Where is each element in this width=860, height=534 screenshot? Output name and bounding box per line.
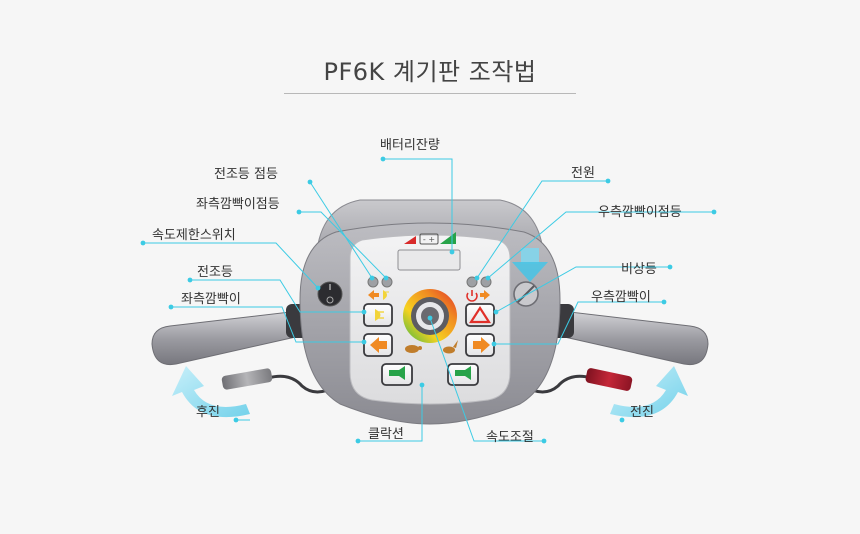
power-key-switch[interactable] (513, 281, 539, 307)
power-key-arrow-icon (512, 248, 548, 282)
label-forward: 전진 (630, 405, 654, 420)
label-hazard: 비상등 (621, 262, 657, 277)
arrow-right-icon (473, 337, 490, 353)
callout-lines (143, 158, 714, 442)
left-arrow-small-icon (368, 290, 379, 300)
right-signal-button[interactable] (465, 333, 495, 357)
label-headlight-check: 전조등 점등 (214, 167, 278, 182)
left-signal-button[interactable] (363, 333, 393, 357)
power-icon (466, 290, 478, 302)
battery-display-window (397, 249, 461, 271)
label-left-signal: 좌측깜빡이 (181, 292, 241, 307)
reverse-throttle-lever[interactable] (221, 368, 273, 390)
left-handlebar (151, 311, 301, 366)
label-right-signal: 우측깜빡이 (591, 290, 651, 305)
page-title: PF6K 계기판 조작법 (323, 58, 537, 86)
left-horn-button[interactable] (381, 363, 413, 386)
rabbit-fast-icon (443, 340, 458, 354)
label-reverse: 후진 (196, 405, 220, 420)
callout-dots (140, 156, 717, 444)
label-speed-limit-switch: 속도제한스위치 (152, 228, 236, 243)
right-handlebar (559, 311, 709, 366)
reverse-direction-arrow (172, 366, 250, 418)
svg-text:- +: - + (423, 235, 435, 244)
label-horn: 클락션 (368, 427, 404, 442)
speed-limit-switch[interactable] (317, 281, 343, 307)
headlight-button[interactable] (363, 303, 393, 327)
right-horn-button[interactable] (447, 363, 479, 386)
power-indicator-lamp (466, 276, 478, 288)
label-battery: 배터리잔량 (380, 138, 440, 153)
label-left-signal-check: 좌측깜빡이점등 (196, 197, 280, 212)
label-right-signal-check: 우측깜빡이점등 (598, 205, 682, 220)
horn-icon (389, 366, 405, 380)
hazard-triangle-icon (468, 305, 492, 324)
label-power: 전원 (571, 166, 595, 181)
horn-icon (455, 366, 471, 380)
label-headlight: 전조등 (197, 265, 233, 280)
title-divider (284, 93, 576, 94)
right-arrow-small-icon (480, 290, 490, 300)
forward-direction-arrow (610, 366, 688, 418)
headlight-small-icon (383, 290, 389, 300)
arrow-left-icon (370, 337, 387, 353)
label-speed-control: 속도조절 (486, 430, 534, 445)
turtle-slow-icon (405, 345, 422, 353)
hazard-button[interactable] (465, 303, 495, 327)
forward-throttle-lever[interactable] (585, 367, 633, 391)
